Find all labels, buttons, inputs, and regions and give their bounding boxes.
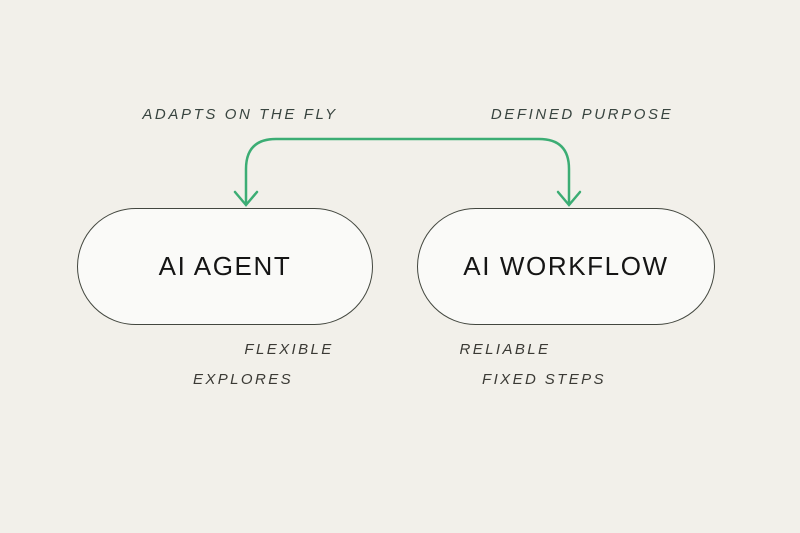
agent-trait-flexible: FLEXIBLE	[244, 341, 334, 358]
ai-workflow-node: AI WORKFLOW	[417, 208, 715, 325]
ai-workflow-title: AI WORKFLOW	[463, 251, 669, 281]
arrowhead-left-icon	[233, 190, 259, 207]
workflow-trait-fixed-steps: FIXED STEPS	[482, 371, 606, 388]
connector-line	[244, 137, 571, 206]
agent-trait-explores: EXPLORES	[192, 371, 294, 388]
ai-agent-title: AI AGENT	[158, 251, 292, 281]
workflow-annotation-label: DEFINED PURPOSE	[490, 106, 674, 123]
workflow-trait-reliable: RELIABLE	[459, 341, 551, 358]
ai-agent-node: AI AGENT	[77, 208, 373, 325]
arrowhead-right-icon	[556, 190, 582, 207]
agent-annotation-label: ADAPTS ON THE FLY	[142, 106, 338, 123]
